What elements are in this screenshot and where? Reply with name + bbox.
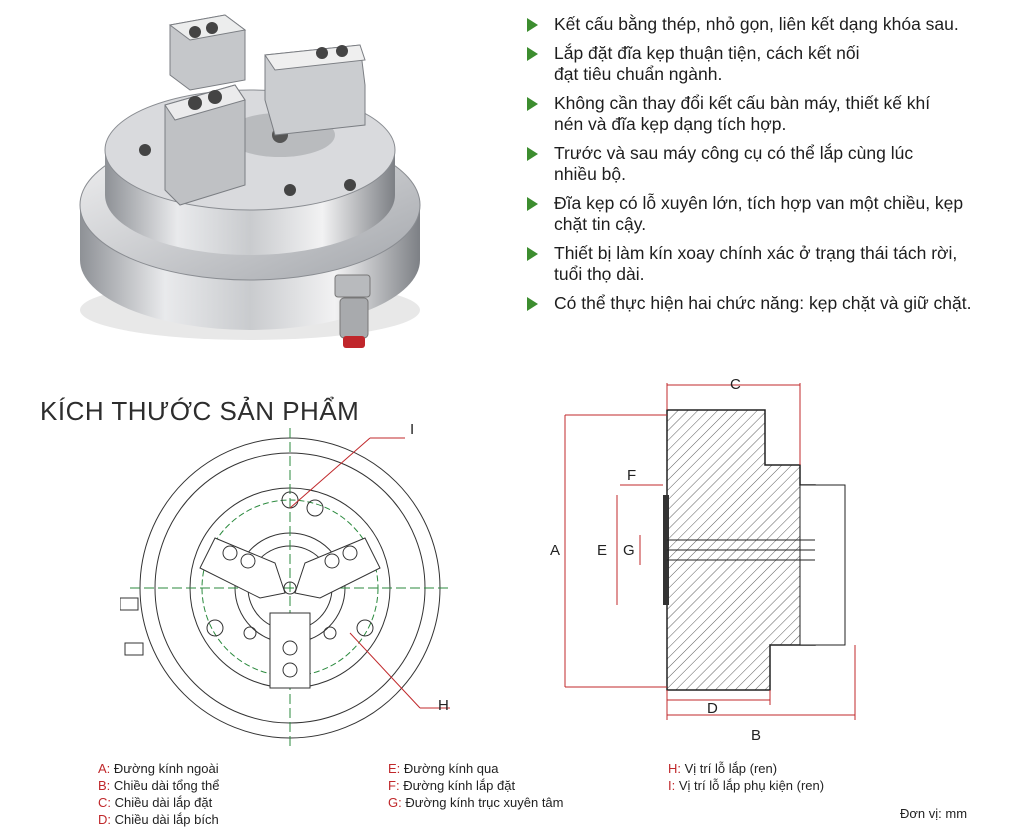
label-C: C [730,376,741,393]
legend-item: F: Đường kính lắp đặt [388,778,516,793]
label-H: H [438,697,449,714]
bullet-triangle-icon [527,47,538,61]
section-view-drawing: A B C D E F G [550,376,856,744]
bullet-triangle-icon [527,247,538,261]
legend-item: I: Vị trí lỗ lắp phụ kiện (ren) [668,778,825,793]
feature-item: Trước và sau máy công cụ có thể lắp cùng… [524,143,1014,185]
bullet-triangle-icon [527,97,538,111]
label-A: A [550,542,560,559]
label-G: G [623,542,635,559]
legend-col-1: A: Đường kính ngoài B: Chiều dài tổng th… [98,760,219,828]
bullet-triangle-icon [527,297,538,311]
legend-col-2: E: Đường kính qua F: Đường kính lắp đặt … [388,760,564,811]
label-D: D [707,700,718,717]
legend-item: G: Đường kính trục xuyên tâm [388,795,564,810]
legend-item: A: Đường kính ngoài [98,761,219,776]
label-B: B [751,727,761,744]
front-view-drawing: I H [120,421,450,748]
unit-note: Đơn vị: mm [900,806,968,821]
product-photo [79,14,421,348]
feature-list: Kết cấu bằng thép, nhỏ gọn, liên kết dạn… [524,14,1014,322]
label-F: F [627,467,636,484]
feature-item: Đĩa kẹp có lỗ xuyên lớn, tích hợp van mộ… [524,193,1014,235]
legend-item: D: Chiều dài lắp bích [98,812,219,827]
feature-item: Kết cấu bằng thép, nhỏ gọn, liên kết dạn… [524,14,1014,35]
section-title: KÍCH THƯỚC SẢN PHẨM [40,396,360,426]
legend-col-3: H: Vị trí lỗ lắp (ren) I: Vị trí lỗ lắp … [668,760,824,794]
feature-item: Không cần thay đổi kết cấu bàn máy, thiế… [524,93,1014,135]
legend-item: C: Chiều dài lắp đặt [98,795,213,810]
feature-item: Lắp đặt đĩa kẹp thuận tiện, cách kết nối… [524,43,1014,85]
label-I: I [410,421,414,438]
legend-item: E: Đường kính qua [388,761,499,776]
legend-item: B: Chiều dài tổng thể [98,778,220,793]
feature-item: Thiết bị làm kín xoay chính xác ở trạng … [524,243,1014,285]
bullet-triangle-icon [527,197,538,211]
feature-item: Có thể thực hiện hai chức năng: kẹp chặt… [524,293,1014,314]
bullet-triangle-icon [527,18,538,32]
label-E: E [597,542,607,559]
bullet-triangle-icon [527,147,538,161]
legend-item: H: Vị trí lỗ lắp (ren) [668,761,778,776]
